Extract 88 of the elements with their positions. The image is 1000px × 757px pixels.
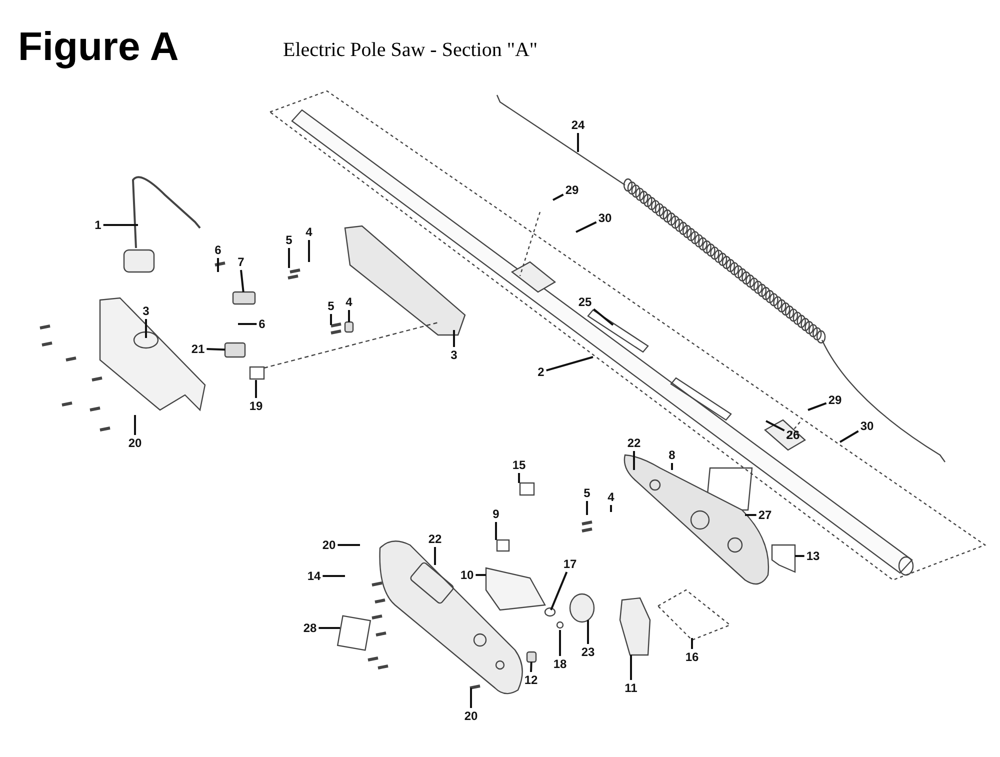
callout-number: 30 [598, 211, 612, 225]
leader-line [552, 194, 564, 201]
leader-line [671, 463, 673, 470]
leader-line [586, 501, 588, 515]
part-drawing [224, 342, 246, 358]
figure-title: Figure A [18, 24, 179, 70]
callout-number: 28 [303, 621, 317, 635]
callout-number: 3 [142, 304, 150, 318]
callout-number: 11 [624, 681, 638, 695]
leader-line [550, 572, 568, 610]
leader-line [745, 514, 756, 516]
leader-line [808, 402, 827, 411]
leader-line [103, 224, 138, 226]
leader-line [318, 627, 340, 629]
callout-number: 20 [322, 538, 336, 552]
callout-number: 4 [608, 490, 614, 504]
part-drawing [526, 651, 537, 663]
leader-line [145, 319, 147, 338]
callout-number: 25 [578, 295, 592, 309]
callout-number: 4 [306, 225, 312, 239]
callout-number: 5 [286, 233, 292, 247]
callout-number: 16 [685, 650, 699, 664]
leader-line [453, 330, 455, 347]
leader-line [308, 240, 310, 262]
leader-line [434, 547, 436, 565]
callout-number: 7 [238, 255, 244, 269]
leader-line [518, 473, 520, 483]
callout-number: 13 [806, 549, 820, 563]
leader-line [330, 314, 332, 325]
part-drawing [344, 321, 354, 333]
leader-line [795, 555, 804, 557]
diagram-heading: Electric Pole Saw - Section "A" [283, 38, 538, 62]
callout-number: 2 [538, 365, 544, 379]
callout-number: 3 [450, 348, 458, 362]
leader-line [576, 221, 597, 233]
callout-number: 24 [571, 118, 585, 132]
callout-number: 30 [860, 419, 874, 433]
callout-number: 9 [492, 507, 500, 521]
leader-line [240, 270, 244, 292]
callout-number: 22 [627, 436, 641, 450]
callout-number: 26 [786, 428, 800, 442]
leader-line [593, 308, 614, 326]
callout-number: 29 [565, 183, 579, 197]
part-drawing [232, 291, 256, 305]
callout-number: 6 [214, 243, 222, 257]
callout-number: 10 [460, 568, 474, 582]
callout-number: 12 [524, 673, 538, 687]
callout-number: 6 [258, 317, 266, 331]
leader-line [839, 430, 859, 443]
leader-line [495, 522, 497, 540]
leader-line [217, 258, 219, 272]
callout-number: 23 [581, 645, 595, 659]
callout-number: 1 [94, 218, 102, 232]
callout-number: 4 [346, 295, 352, 309]
leader-line [338, 544, 360, 546]
callout-number: 15 [512, 458, 526, 472]
callout-number: 19 [249, 399, 263, 413]
leader-line [348, 310, 350, 322]
callout-number: 5 [584, 486, 590, 500]
leader-line [288, 248, 290, 268]
leader-line [546, 356, 594, 372]
leader-line [476, 574, 486, 576]
callout-number: 14 [307, 569, 321, 583]
leader-line [630, 655, 632, 680]
leader-line [587, 620, 589, 644]
callout-number: 5 [328, 299, 334, 313]
leader-line [470, 688, 472, 708]
leader-line [322, 575, 345, 577]
leader-line [633, 451, 635, 470]
leader-line [255, 380, 257, 398]
callout-number: 20 [128, 436, 142, 450]
leader-line [559, 630, 561, 656]
leader-line [530, 662, 532, 672]
leader-line [238, 323, 257, 325]
callout-number: 29 [828, 393, 842, 407]
callout-number: 8 [668, 448, 676, 462]
callout-number: 21 [191, 342, 205, 356]
leader-line [691, 638, 693, 649]
callout-number: 17 [563, 557, 577, 571]
leader-line [206, 348, 226, 351]
callout-number: 18 [553, 657, 567, 671]
leader-line [134, 415, 136, 435]
callout-number: 22 [428, 532, 442, 546]
leader-line [610, 505, 612, 512]
leader-line [577, 133, 579, 152]
leader-line [766, 420, 785, 432]
callout-number: 27 [758, 508, 772, 522]
callout-number: 20 [464, 709, 478, 723]
